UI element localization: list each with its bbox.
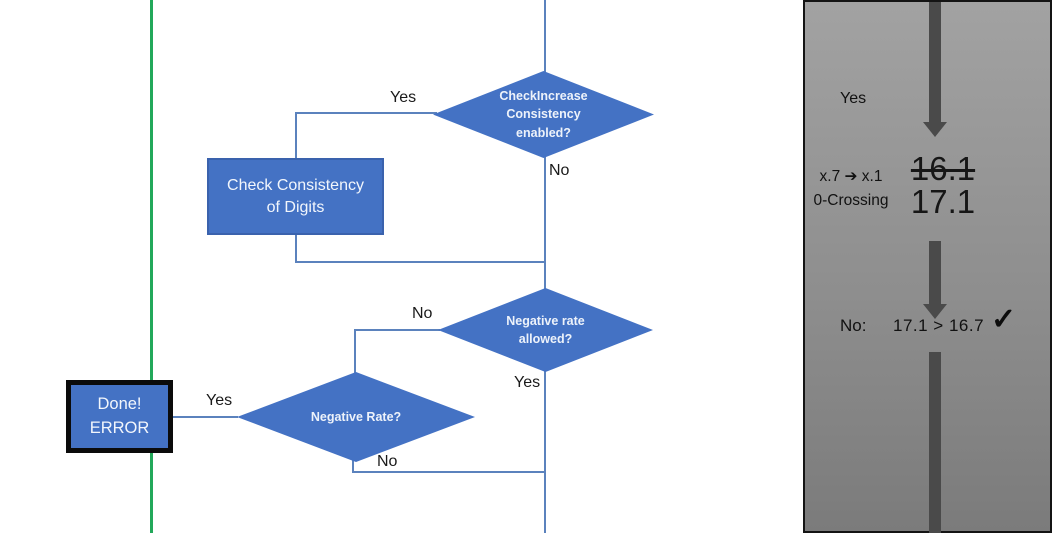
flow-connector-yes-bottom-horizontal [172,416,238,418]
panel-new-value: 17.1 [910,183,976,220]
panel-comparison: 17.1 > 16.7 [893,316,985,335]
flow-connector-no-bottom-horizontal [352,471,546,473]
green-guide-line [150,0,153,533]
decision-negative-rate: Negative Rate? [237,372,475,462]
down-arrow-2-shaft [929,241,941,304]
label-yes-top: Yes [390,89,417,106]
panel-result-label: No: [840,316,867,335]
flow-connector-process-out-vertical [295,235,297,263]
down-arrow-3-shaft [929,352,941,533]
flow-connector-yes-top-horizontal [295,112,437,114]
terminal-done-error: Done! ERROR [66,380,173,453]
label-no-mid: No [412,305,433,322]
down-arrow-1-shaft [929,2,941,122]
flow-connector-no-bottom-vertical [352,460,354,473]
flow-connector-no-mid-horizontal [354,329,440,331]
decision-check-increase-consistency: CheckIncrease Consistency enabled? [433,71,654,158]
flow-connector-process-out-horizontal [295,261,546,263]
panel-values: 16.1 17.1 [897,152,989,218]
flow-connector-yes-top-vertical [295,112,297,160]
decision-negative-rate-allowed: Negative rate allowed? [438,288,653,372]
side-panel: Yes x.7 ➔ x.1 0-Crossing 16.1 17.1 No: 1… [803,0,1052,533]
panel-transition-text: x.7 ➔ x.1 0-Crossing [805,165,897,213]
process-check-consistency-of-digits: Check Consistency of Digits [207,158,384,235]
panel-transition-name: 0-Crossing [813,192,889,210]
flow-connector-center-vertical [544,0,546,533]
down-arrow-1-head [923,122,947,137]
label-yes-mid: Yes [514,374,541,391]
panel-yes-label: Yes [840,90,867,107]
flow-connector-no-mid-vertical [354,329,356,373]
label-no-top: No [549,162,570,179]
checkmark-icon: ✓ [991,303,1017,336]
label-no-bottom: No [377,453,398,470]
panel-old-value: 16.1 [910,150,976,187]
label-yes-bottom: Yes [206,392,233,409]
panel-transition-rule: x.7 ➔ x.1 [819,168,883,185]
